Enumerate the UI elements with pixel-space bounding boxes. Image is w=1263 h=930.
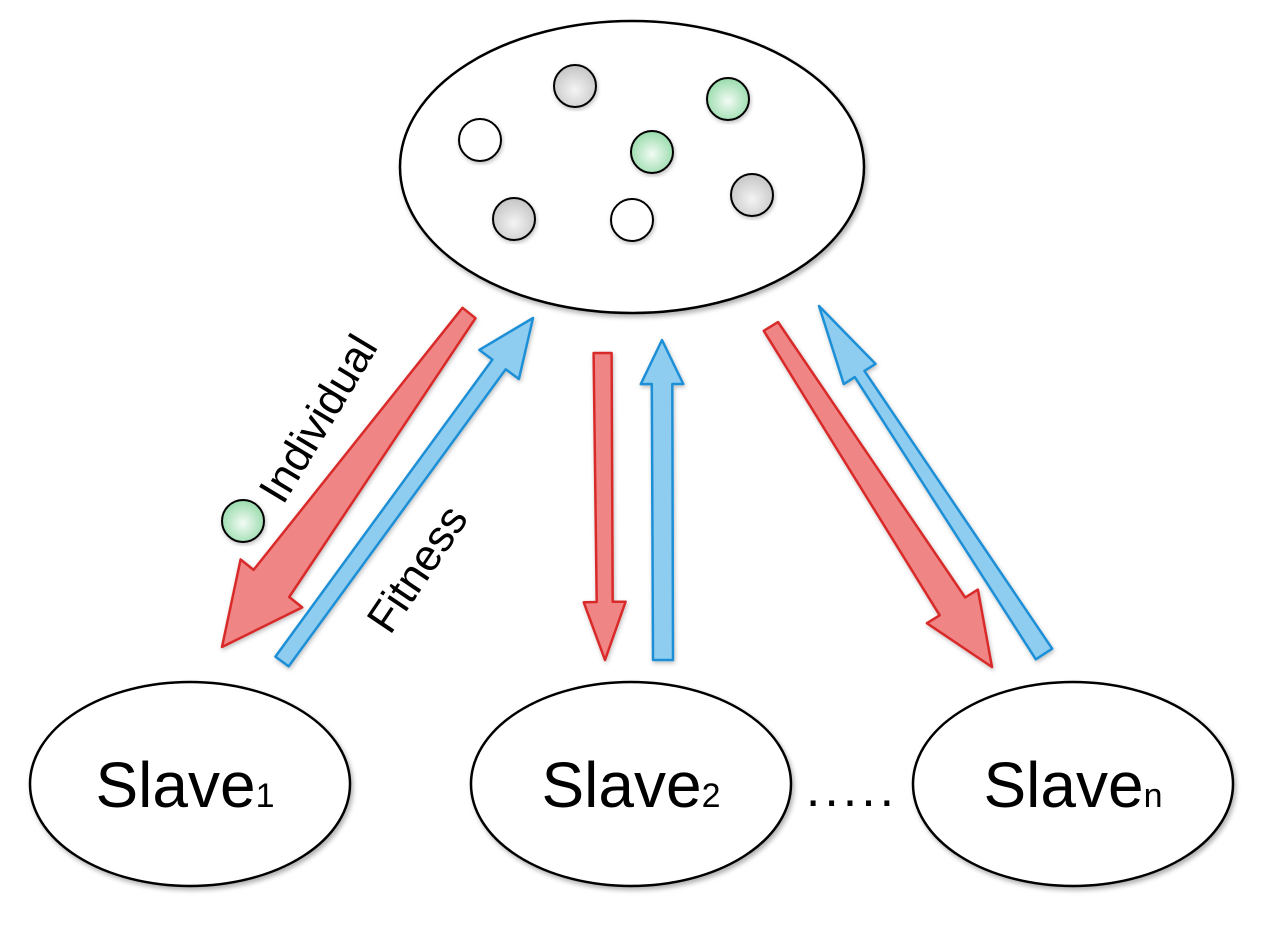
slave-name: Slave <box>983 749 1143 821</box>
individual-legend-icon <box>221 499 265 543</box>
individual-label: Individual <box>250 327 388 512</box>
individual-arrow-to-slave-n <box>762 320 994 669</box>
slave-name: Slave <box>541 749 701 821</box>
ellipsis-label: ..... <box>806 760 898 818</box>
slave-label: Slave2 <box>541 749 720 821</box>
fitness-arrow-from-slave-2 <box>639 338 685 662</box>
individual-icon <box>630 130 674 174</box>
individual-icon <box>458 118 502 162</box>
fitness-arrow-from-slave-1 <box>274 316 535 668</box>
slave-subscript: 2 <box>702 777 721 815</box>
individual-arrow-to-slave-1 <box>220 306 477 649</box>
individual-icon <box>706 77 750 121</box>
fitness-arrow-from-slave-n <box>817 304 1054 661</box>
individual-icon <box>730 173 774 217</box>
master-node <box>398 19 866 315</box>
master-population-ellipse <box>398 19 866 315</box>
slave-node-n: Slaven <box>911 680 1235 888</box>
arrows <box>220 304 1054 669</box>
slave-ellipse <box>28 680 352 888</box>
individual-icon <box>492 197 536 241</box>
population-individuals <box>458 64 774 242</box>
slave-subscript: 1 <box>256 777 275 815</box>
individual-icon <box>610 198 654 242</box>
slave-ellipse <box>911 680 1235 888</box>
slave-label: Slave1 <box>95 749 274 821</box>
slave-node-2: Slave2 <box>469 680 793 888</box>
slave-node-1: Slave1 <box>28 680 352 888</box>
slave-label: Slaven <box>983 749 1162 821</box>
slave-name: Slave <box>95 749 255 821</box>
individual-icon <box>553 64 597 108</box>
individual-arrow-to-slave-2 <box>582 351 627 662</box>
slave-subscript: n <box>1144 777 1163 815</box>
slave-ellipse <box>469 680 793 888</box>
